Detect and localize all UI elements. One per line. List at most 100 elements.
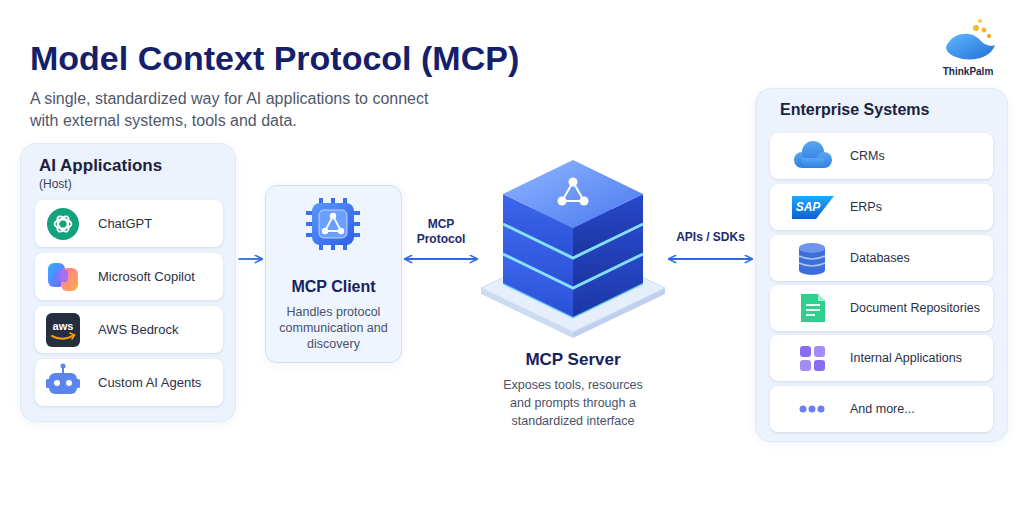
cloud-icon [794,141,832,168]
brand-name: ThinkPalm [943,66,994,78]
logo-text: SAP [796,200,821,214]
chip-pin [306,222,314,226]
system-item: Internal Applications [770,335,993,381]
brand-logo [946,19,995,60]
logo-wave [946,34,995,60]
host-panel: AI Applications(Host) ChatGPT Microsoft Co… [20,143,236,422]
item-label: Internal Applications [850,350,962,366]
db-top [799,243,825,253]
server-base-side [573,288,665,338]
chip-pin [352,211,360,215]
db-body [799,248,825,270]
chip-pin [319,198,323,205]
icon-ribbon [58,270,68,282]
copilot-icon [48,263,78,291]
system-item: Databases [770,235,993,281]
item-label: Custom AI Agents [98,375,201,391]
server-glow [503,284,643,318]
icon-ribbon [61,268,78,291]
server-slab-top [503,160,643,228]
system-item: And more... [770,386,993,432]
cloud-part [802,141,824,163]
chatgpt-icon [47,208,79,240]
doc-line [806,314,815,316]
diagram-title: Model Context Protocol (MCP) [30,38,519,78]
connector-arrow [405,258,478,260]
robot-ear [46,379,50,388]
robot-eye [54,380,60,386]
server-glow [503,224,643,258]
chip-pin [306,211,314,215]
cloud-part [794,152,810,168]
item-label: Document Repositories [850,300,980,316]
client-box: MCP ClientHandles protocol communication… [265,185,402,363]
grid-cell [814,346,825,357]
app-item: ChatGPT [35,200,223,247]
item-label: Databases [850,250,910,266]
chip-pin [319,243,323,250]
dot [818,406,825,413]
app-item: Custom AI Agents [35,359,223,406]
box-heading: MCP Client [276,277,391,297]
server-slab-side [573,254,643,318]
logo-dot [973,25,979,31]
system-item: CRMs [770,133,993,179]
panel-heading: AI Applications [39,156,217,176]
icon-petal [55,220,72,229]
chip-pin [331,198,335,205]
box-description: Exposes tools, resources and prompts thr… [498,376,648,430]
chip-glyph-node [330,213,336,219]
icon-ribbon [48,263,65,287]
box-description: Handles protocol communication and disco… [276,304,391,352]
doc-fold [818,294,825,301]
server-slab-top [503,220,643,288]
doc-line [806,304,820,306]
app-item: Microsoft Copilot [35,253,223,300]
server-glyph-node [569,178,578,187]
host-note: (Host) [39,176,217,192]
chip-pin [352,233,360,237]
systems-panel: Enterprise SystemsCRMsERPsDatabasesDocum… [755,88,1008,442]
icon-smile-tip [70,333,75,339]
item-label: And more... [850,401,915,417]
server-slab-side [573,194,643,258]
item-label: Microsoft Copilot [98,269,195,285]
dot [800,406,807,413]
apps-grid-icon [800,346,825,371]
robot-ear [76,379,80,388]
item-label: AWS Bedrock [98,322,178,338]
icon-tile [46,313,80,347]
db-band [799,256,825,259]
connector-label: APIs / SDKs [666,230,756,245]
connector-arrow [239,258,263,260]
chip-body [312,203,354,245]
chip-glyph [325,216,341,231]
item-label: ChatGPT [98,216,152,232]
chip-glyph-node [322,228,328,234]
logo-dot [982,28,987,33]
server-slab-side [503,224,573,288]
connector-arrow [669,258,753,260]
server-base [481,244,665,332]
sap-icon [792,196,834,219]
logo-dot [987,34,991,38]
server-slab-side [503,194,573,258]
box-heading: MCP Server [498,349,648,371]
db-bottom [799,265,825,275]
logo-dot [978,19,982,23]
server-slab-side [573,224,643,288]
more-dots-icon [800,406,825,413]
server-base-side [481,288,573,338]
connector-label: MCP Protocol [411,217,471,247]
grid-cell [800,346,811,357]
robot-antenna [62,367,64,373]
mcp-server-illustration [481,160,665,338]
server-node: MCP ServerExposes tools, resources and p… [480,150,666,440]
item-label: CRMs [850,148,885,164]
database-icon [799,243,825,275]
robot-antenna-tip [61,364,66,369]
server-glyph-node [580,197,589,206]
subtitle: A single, standardized way for AI applic… [30,88,445,132]
server-glow [503,254,643,288]
chip-pin [343,243,347,250]
